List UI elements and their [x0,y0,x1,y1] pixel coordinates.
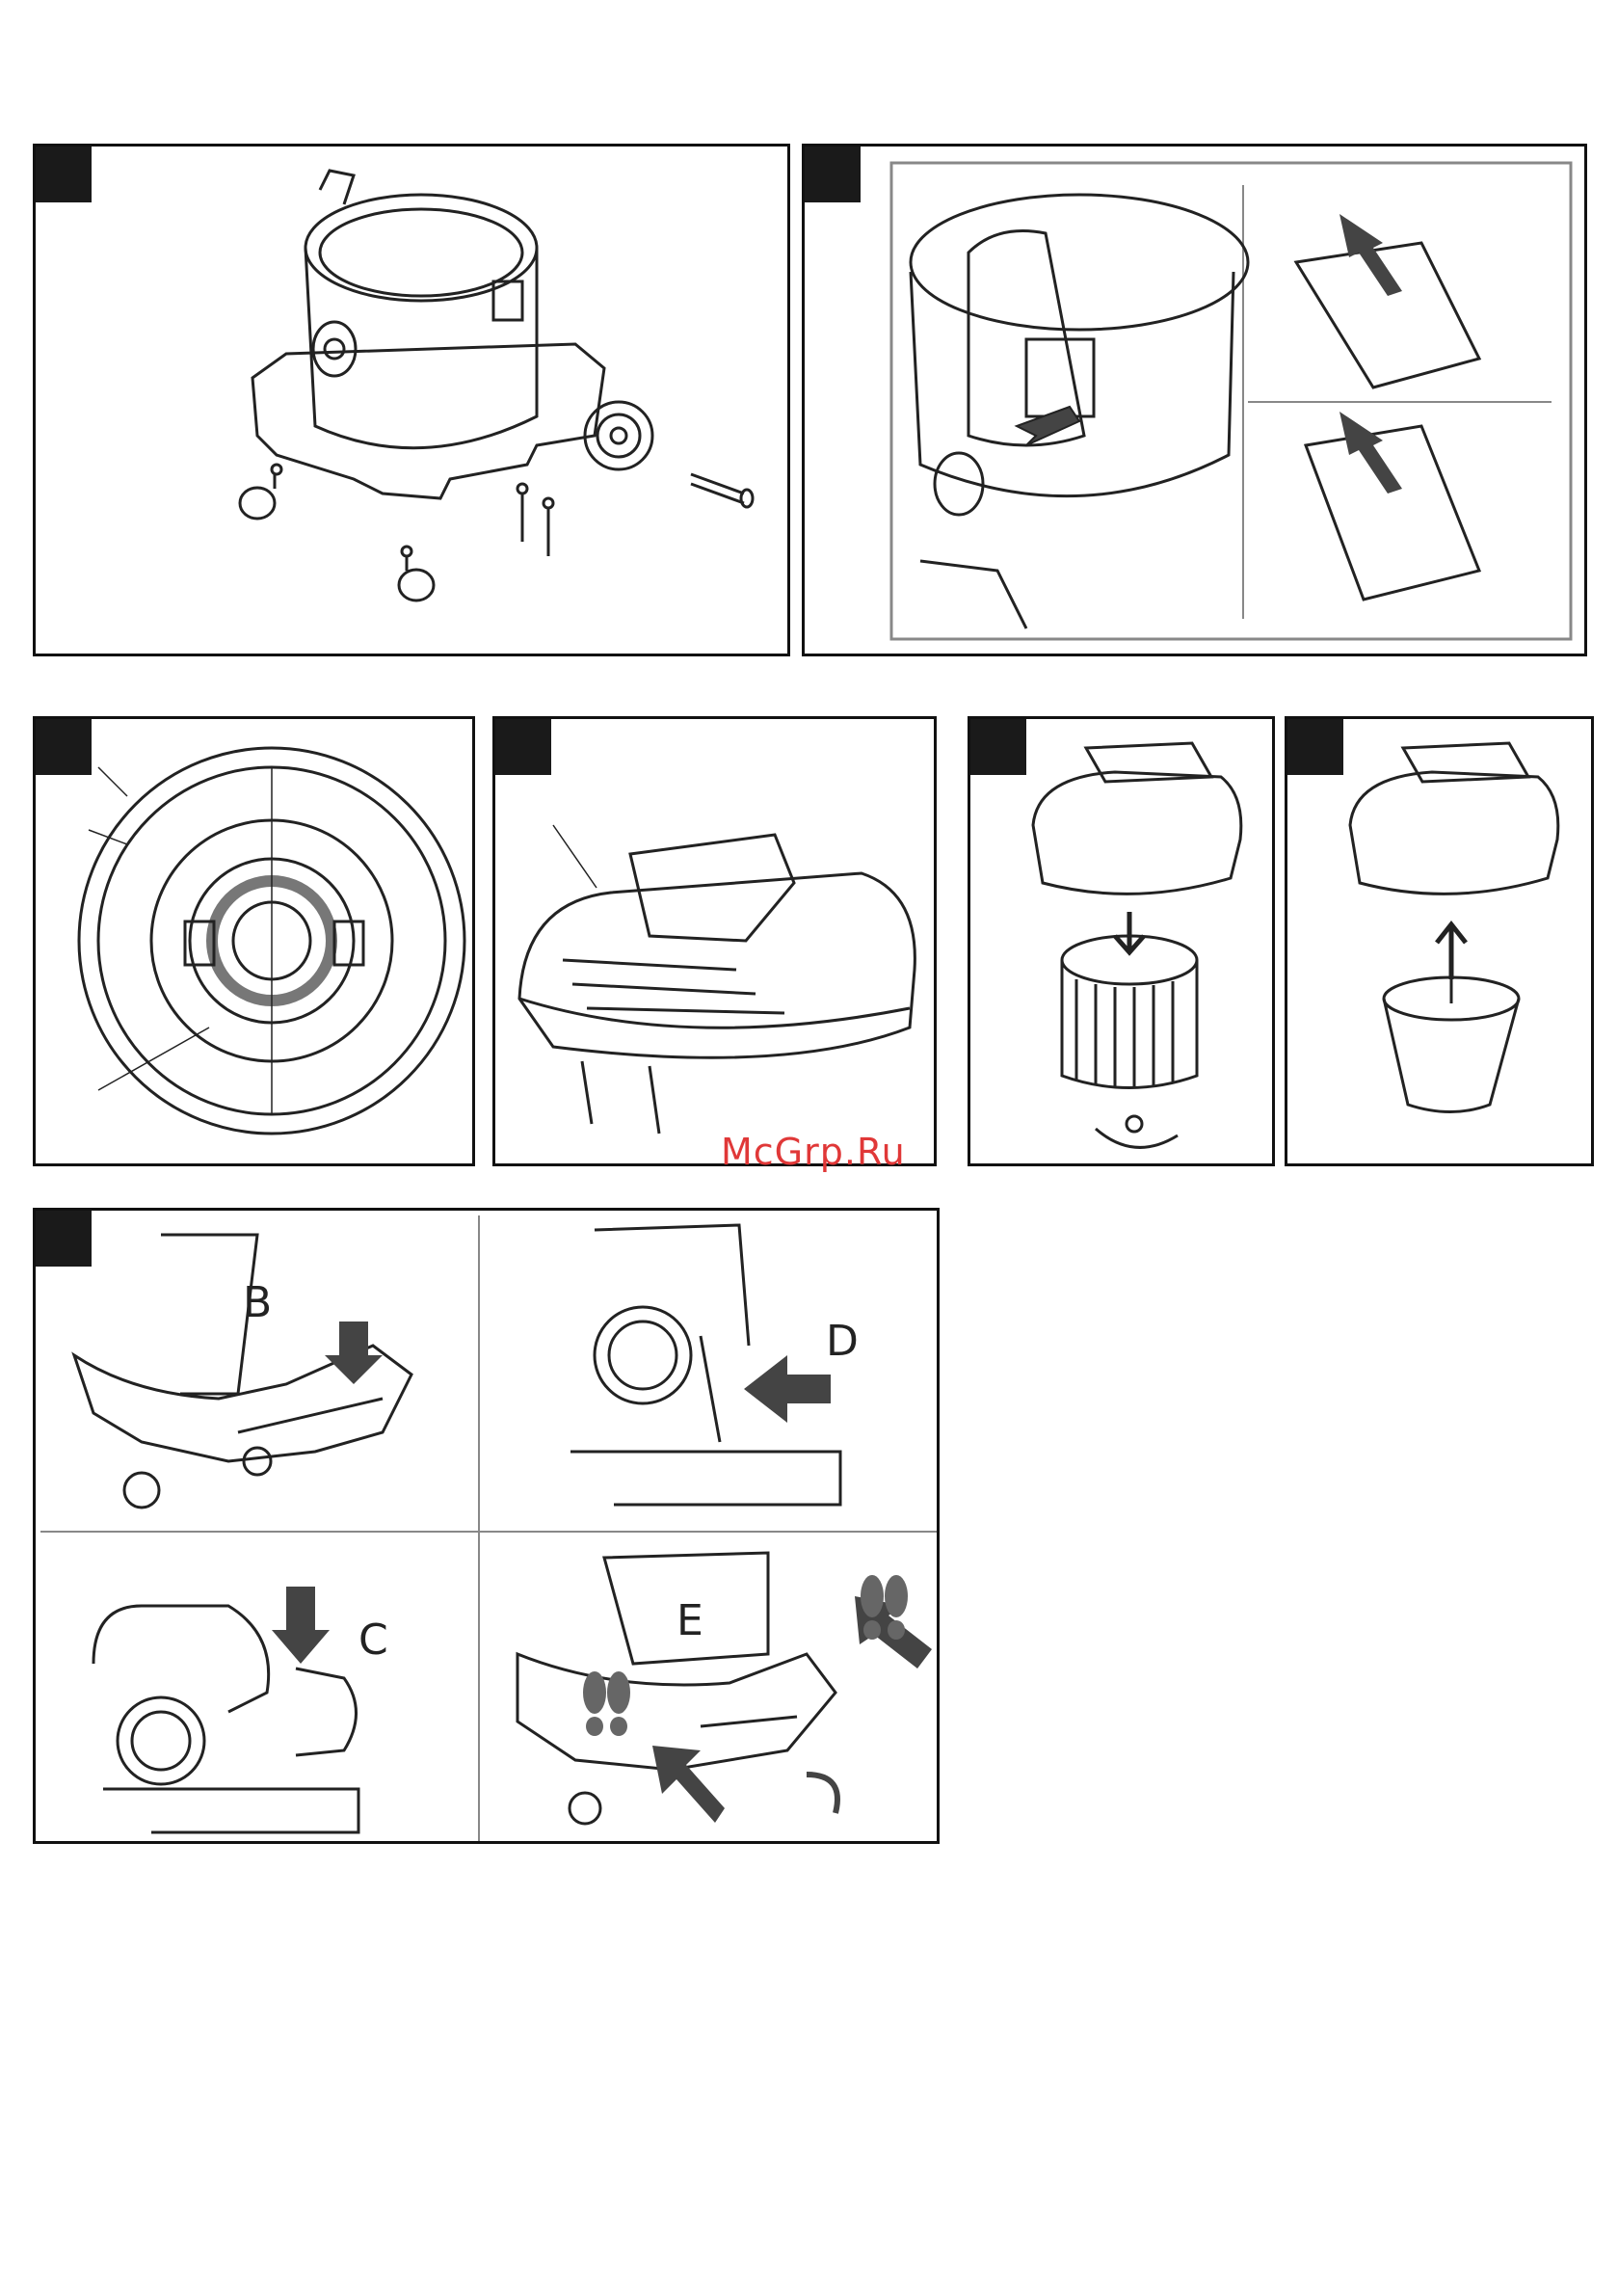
motor-head-underside-drawing [36,719,475,1166]
arrow-left-icon [744,1355,831,1423]
dust-bag-drawing [1287,719,1594,1166]
arrow-down-icon [1115,912,1144,952]
arrow-up-icon [1437,924,1466,979]
cartridge-filter-drawing [970,719,1275,1166]
inlet-flap-drawing [805,147,1587,656]
figure-6-panel [1285,716,1594,1166]
arrow-down-icon [272,1587,330,1664]
arrow-down-icon [325,1322,383,1384]
figure-3-panel [33,716,475,1166]
motor-head-drawing [495,719,937,1166]
figure-1-panel [33,144,790,656]
label-c: C [358,1615,388,1665]
figure-7-panel: B D C E [33,1208,940,1844]
figure-4-panel [492,716,937,1166]
drum-assembly-drawing [36,147,790,656]
rotate-arrow-icon [807,1775,837,1813]
label-d: D [826,1317,859,1366]
figure-2-panel [802,144,1587,656]
label-e: E [676,1596,703,1645]
arrow-down-icon [1339,214,1402,296]
arrow-left-icon [652,1746,725,1823]
pedal-operation-drawing: B D C E [36,1211,940,1844]
watermark-text: McGrp.Ru [721,1131,906,1173]
label-b: B [243,1278,272,1327]
figure-5-panel [968,716,1275,1166]
arrow-down-icon [1339,412,1402,494]
